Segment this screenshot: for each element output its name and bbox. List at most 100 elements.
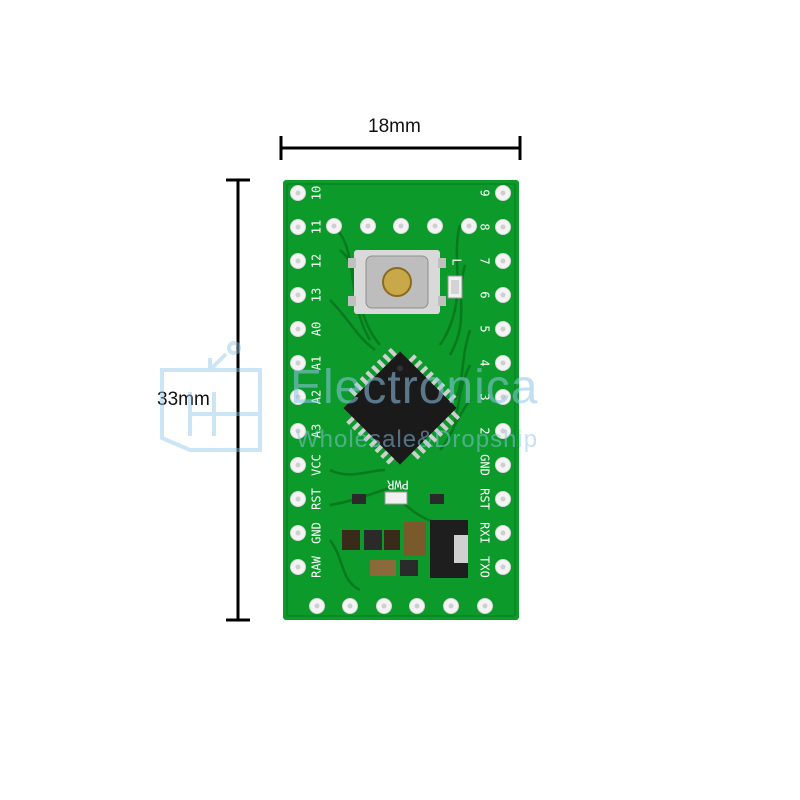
chip-pin — [371, 364, 381, 375]
bottom-pin-header — [309, 598, 493, 614]
chip-pin — [365, 370, 375, 380]
silk-label: 13 — [310, 288, 324, 302]
right-pad-hole — [500, 496, 506, 502]
right-pad-hole — [500, 292, 506, 298]
silk-label: GND — [310, 522, 324, 544]
right-pad-hole — [500, 462, 506, 468]
chip-pin — [450, 410, 461, 421]
left-pad-hole — [295, 564, 301, 570]
chip-pin — [424, 371, 434, 381]
chip-pin — [357, 427, 367, 437]
silkscreen-labels: 10111213A0A1A2A3VCCRSTGNDRAW98765432GNDR… — [310, 186, 492, 578]
chip-pin — [387, 347, 398, 358]
right-pad-hole — [500, 530, 506, 536]
right-pad-hole — [500, 564, 506, 570]
bottom-pad-hole — [314, 603, 320, 609]
left-pad-hole — [295, 530, 301, 536]
chip-pin — [428, 433, 438, 443]
silk-label: GND — [478, 454, 492, 476]
bottom-pad-hole — [482, 603, 488, 609]
left-pad-hole — [295, 462, 301, 468]
bottom-pad-hole — [347, 603, 353, 609]
silk-label: A1 — [310, 356, 324, 370]
silk-label: 12 — [310, 254, 324, 268]
chip-pin — [385, 455, 396, 465]
silk-label: A0 — [310, 322, 324, 336]
right-pin-header — [495, 185, 511, 575]
chip-pin — [382, 353, 392, 363]
chip-pin — [380, 449, 390, 459]
silk-label: 2 — [478, 427, 492, 434]
silk-label: 7 — [478, 257, 492, 264]
silk-label: 10 — [310, 186, 324, 200]
chip-pin — [413, 359, 423, 370]
silk-label: RST — [310, 488, 324, 510]
right-pad-hole — [500, 258, 506, 264]
chip-pin — [411, 450, 421, 460]
bottom-pad-hole — [448, 603, 454, 609]
right-pad-hole — [500, 394, 506, 400]
left-pin-header — [290, 185, 306, 575]
left-pad-hole — [295, 360, 301, 366]
chip-pin — [376, 359, 386, 369]
chip-pin — [447, 393, 457, 404]
chip-pin — [436, 382, 446, 392]
chip-pin — [363, 432, 373, 442]
height-label: 33mm — [157, 389, 210, 410]
chip-pin — [441, 388, 451, 398]
inner-pad-hole — [466, 223, 472, 229]
top-pin-header — [326, 218, 477, 234]
silk-label: A3 — [310, 424, 324, 438]
silk-label: 4 — [478, 359, 492, 366]
bottom-pad-hole — [414, 603, 420, 609]
left-pad-hole — [295, 428, 301, 434]
left-pad-hole — [295, 258, 301, 264]
silk-label: 6 — [478, 291, 492, 298]
silk-label: TXO — [478, 556, 492, 578]
inner-pad-hole — [432, 223, 438, 229]
silk-label: RXI — [478, 522, 492, 544]
chip-pin — [445, 416, 455, 426]
reset-button[interactable] — [348, 250, 446, 314]
silk-label: PWR — [386, 478, 408, 492]
chip-pin — [351, 421, 362, 431]
right-pad-hole — [500, 190, 506, 196]
silk-label: 8 — [478, 223, 492, 230]
chip-pin — [374, 444, 384, 454]
chip-pin — [439, 422, 449, 432]
silk-label: A2 — [310, 390, 324, 404]
bottom-pad-hole — [381, 603, 387, 609]
silk-label: 3 — [478, 393, 492, 400]
chip-pin — [368, 438, 379, 448]
left-pad-hole — [295, 326, 301, 332]
left-pad-hole — [295, 292, 301, 298]
chip-pin — [422, 439, 432, 449]
inner-pad-hole — [331, 223, 337, 229]
inner-pad-hole — [365, 223, 371, 229]
width-label: 18mm — [368, 116, 421, 137]
silk-label: RST — [478, 488, 492, 510]
chip-pin — [419, 365, 429, 375]
chip-pin — [433, 427, 444, 437]
left-pad-hole — [295, 394, 301, 400]
chip-pin — [354, 381, 364, 392]
left-pad-hole — [295, 190, 301, 196]
microcontroller-chip — [343, 347, 461, 465]
right-pad-hole — [500, 224, 506, 230]
chip-pin — [416, 444, 427, 454]
silk-label: 11 — [310, 220, 324, 234]
right-pad-hole — [500, 428, 506, 434]
chip-pin — [348, 387, 358, 397]
right-pad-hole — [500, 360, 506, 366]
voltage-regulator — [430, 520, 468, 578]
smd-components — [342, 494, 444, 576]
led-pwr — [384, 491, 408, 505]
left-pad-hole — [295, 224, 301, 230]
chip-pin — [359, 376, 369, 386]
chip-pin — [346, 415, 356, 425]
chip-pin — [407, 354, 417, 364]
silk-label: 5 — [478, 325, 492, 332]
left-pad-hole — [295, 496, 301, 502]
